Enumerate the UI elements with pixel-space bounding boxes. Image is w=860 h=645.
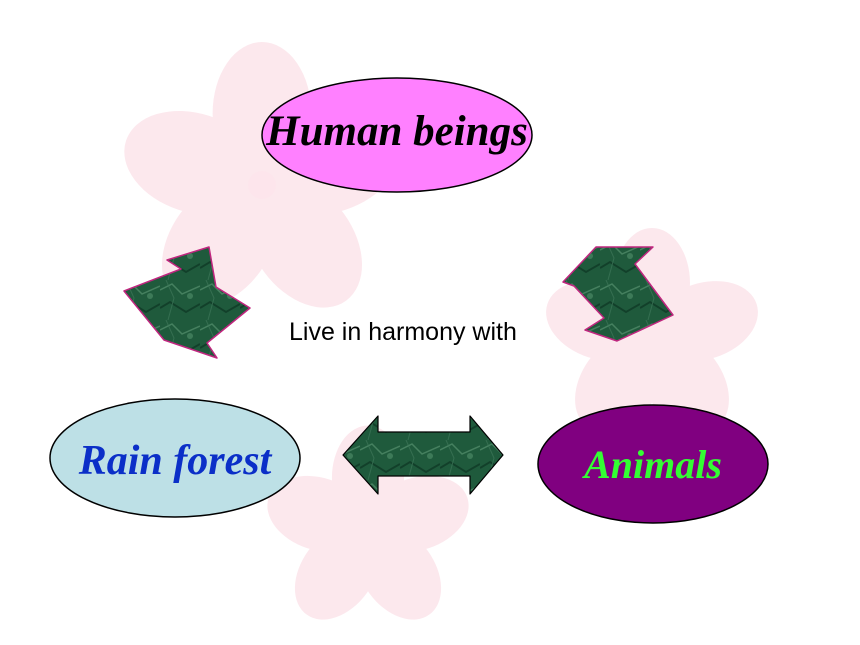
double-arrow-icon-bottom [342, 415, 504, 495]
background-flower-top [110, 42, 414, 330]
animals-ellipse [537, 404, 769, 524]
double-arrow-icon-right [562, 246, 674, 342]
human-beings-label: Human beings [266, 108, 528, 155]
animals-label: Animals [584, 442, 722, 487]
human-beings-ellipse [261, 77, 533, 193]
rain-forest-ellipse [49, 398, 301, 518]
relationship-text: Live in harmony with [289, 318, 517, 346]
rain-forest-label: Rain forest [78, 438, 272, 484]
double-arrow-icon-left [123, 246, 251, 359]
